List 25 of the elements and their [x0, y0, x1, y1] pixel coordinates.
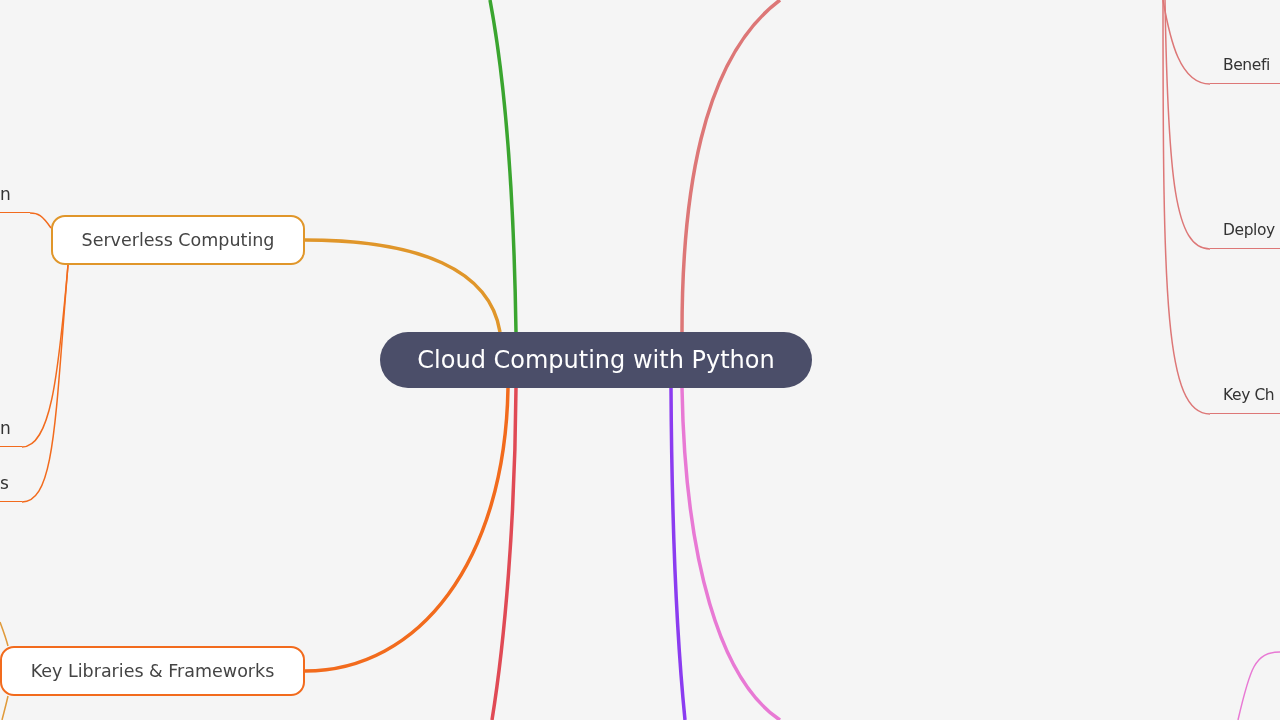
branch-line [680, 0, 782, 333]
branch-line [490, 387, 518, 720]
branch-line [21, 264, 69, 503]
branch-line [1162, 0, 1211, 415]
branch-line [304, 387, 510, 673]
branch-label: n [0, 184, 11, 204]
branch-line [0, 621, 9, 647]
topic-box [51, 215, 305, 265]
branch-label: n [0, 418, 11, 438]
branch-line [488, 0, 518, 333]
branch-label: Deploy [1223, 221, 1275, 239]
branch-line [29, 212, 52, 229]
branch-line [1, 695, 9, 720]
topic-box [0, 646, 305, 696]
branch-label: Key Ch [1223, 386, 1275, 404]
topic-label: Key Libraries & Frameworks [30, 661, 275, 681]
branch-line [1164, 0, 1211, 250]
branch-line [669, 388, 687, 720]
topic-label: Serverless Computing [81, 230, 275, 250]
branch-line [680, 387, 782, 720]
branch-label: Benefi [1223, 56, 1270, 74]
central-topic [380, 332, 812, 388]
topic-label: Cloud Computing with Python [417, 346, 775, 374]
branch-label: s [0, 473, 9, 493]
branch-line [304, 238, 502, 333]
